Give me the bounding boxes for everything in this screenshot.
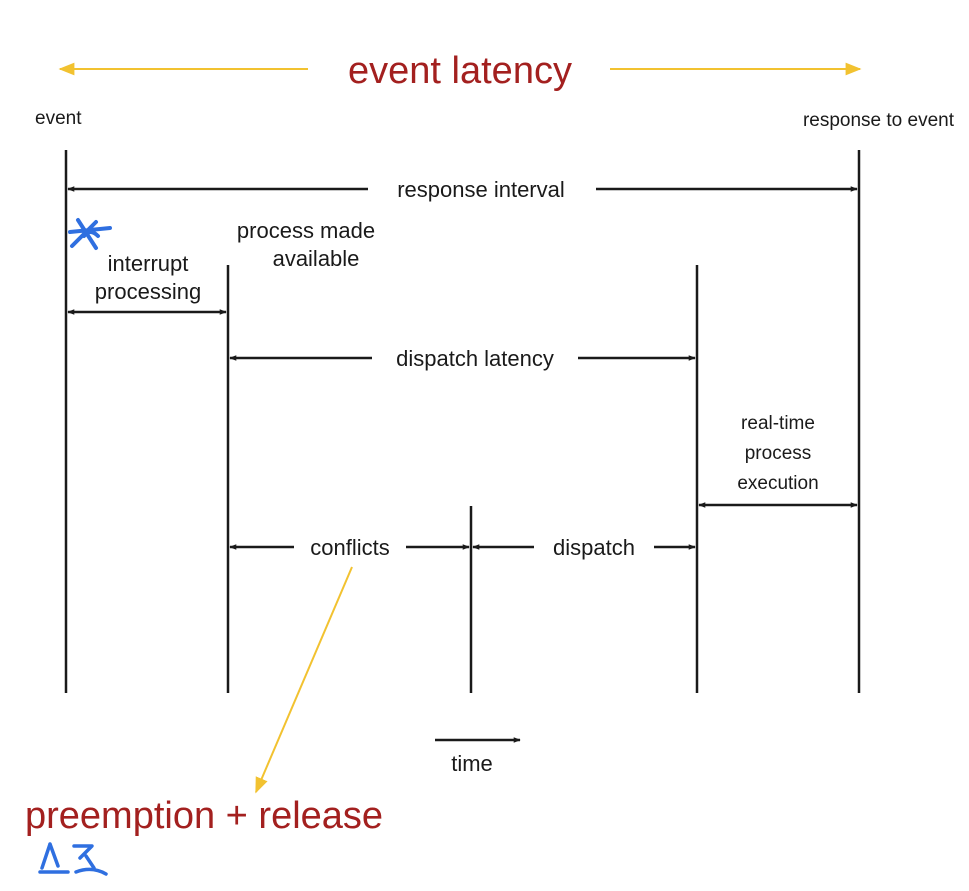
preemption-release-annotation: preemption + release — [25, 795, 383, 837]
time-label: time — [451, 751, 493, 776]
execution-label: execution — [737, 473, 818, 494]
handwritten-scribble-mark — [38, 842, 108, 876]
conflicts-label: conflicts — [310, 535, 389, 560]
interrupt-label: interrupt — [108, 251, 189, 276]
event-label: event — [35, 108, 82, 129]
process-label: process — [745, 443, 812, 464]
dispatch-label: dispatch — [553, 535, 635, 560]
event-latency-annotation: event latency — [348, 50, 572, 92]
response-interval-label: response interval — [397, 177, 565, 202]
preemption-pointer-arrow — [255, 566, 353, 794]
dispatch-latency-label: dispatch latency — [396, 346, 554, 371]
response-to-event-label: response to event — [803, 110, 955, 131]
processing-label: processing — [95, 279, 201, 304]
available-label: available — [273, 246, 360, 271]
real-time-label: real-time — [741, 413, 815, 434]
handwritten-star-mark — [68, 218, 112, 250]
process-made-label: process made — [237, 218, 375, 243]
